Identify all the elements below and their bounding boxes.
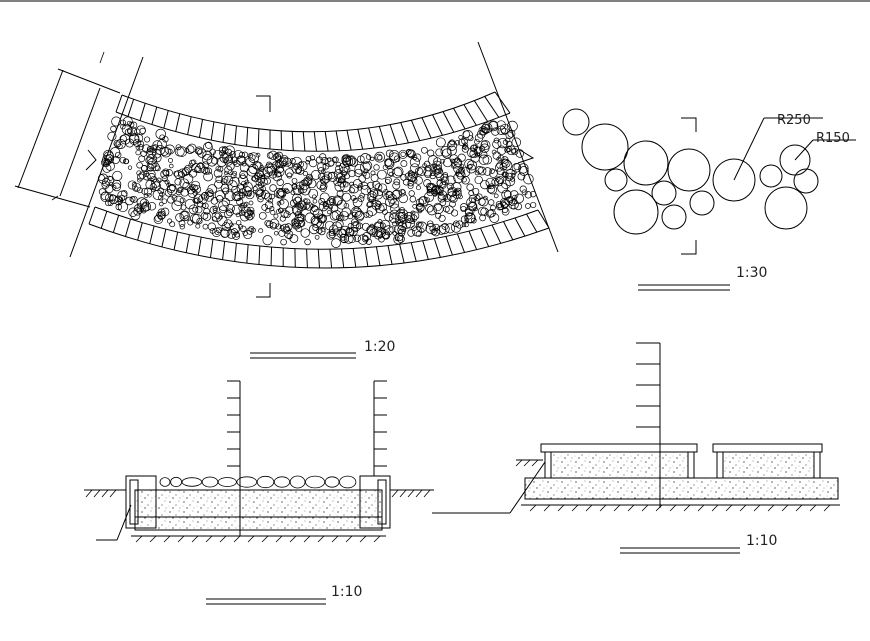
crop-mark <box>256 283 271 298</box>
pebble-path-section <box>84 380 434 543</box>
leader-line <box>794 139 814 161</box>
curb-tiles-bottom <box>88 206 550 269</box>
leader-line <box>509 461 546 514</box>
scale-label-1-30: 1:30 <box>736 265 767 281</box>
crop-mark <box>256 95 271 112</box>
scale-bar-1-10-right <box>620 547 740 554</box>
scale-bar-1-30 <box>638 284 730 291</box>
curb-outer-top <box>121 91 496 133</box>
leader-line <box>116 504 132 541</box>
crop-mark <box>681 117 697 132</box>
scale-bar-1-20 <box>250 352 356 359</box>
curb-tiles-top <box>115 91 511 152</box>
scale-label-1-10-left: 1:10 <box>331 584 362 600</box>
leader-line <box>733 117 765 181</box>
pebble-row <box>159 475 357 489</box>
curved-pebble-path-plan <box>14 41 559 298</box>
pebble-infill <box>98 116 537 248</box>
dimension-line <box>17 69 64 189</box>
radius-label-small: R150 <box>816 131 850 146</box>
scale-label-1-20: 1:20 <box>364 339 395 355</box>
crop-mark <box>681 240 697 255</box>
radius-label-large: R250 <box>777 113 811 128</box>
stepping-stone-plan <box>562 108 856 255</box>
scale-bar-1-10-left <box>206 598 326 605</box>
stepping-stone-section <box>432 342 840 514</box>
scale-label-1-10-right: 1:10 <box>746 533 777 549</box>
